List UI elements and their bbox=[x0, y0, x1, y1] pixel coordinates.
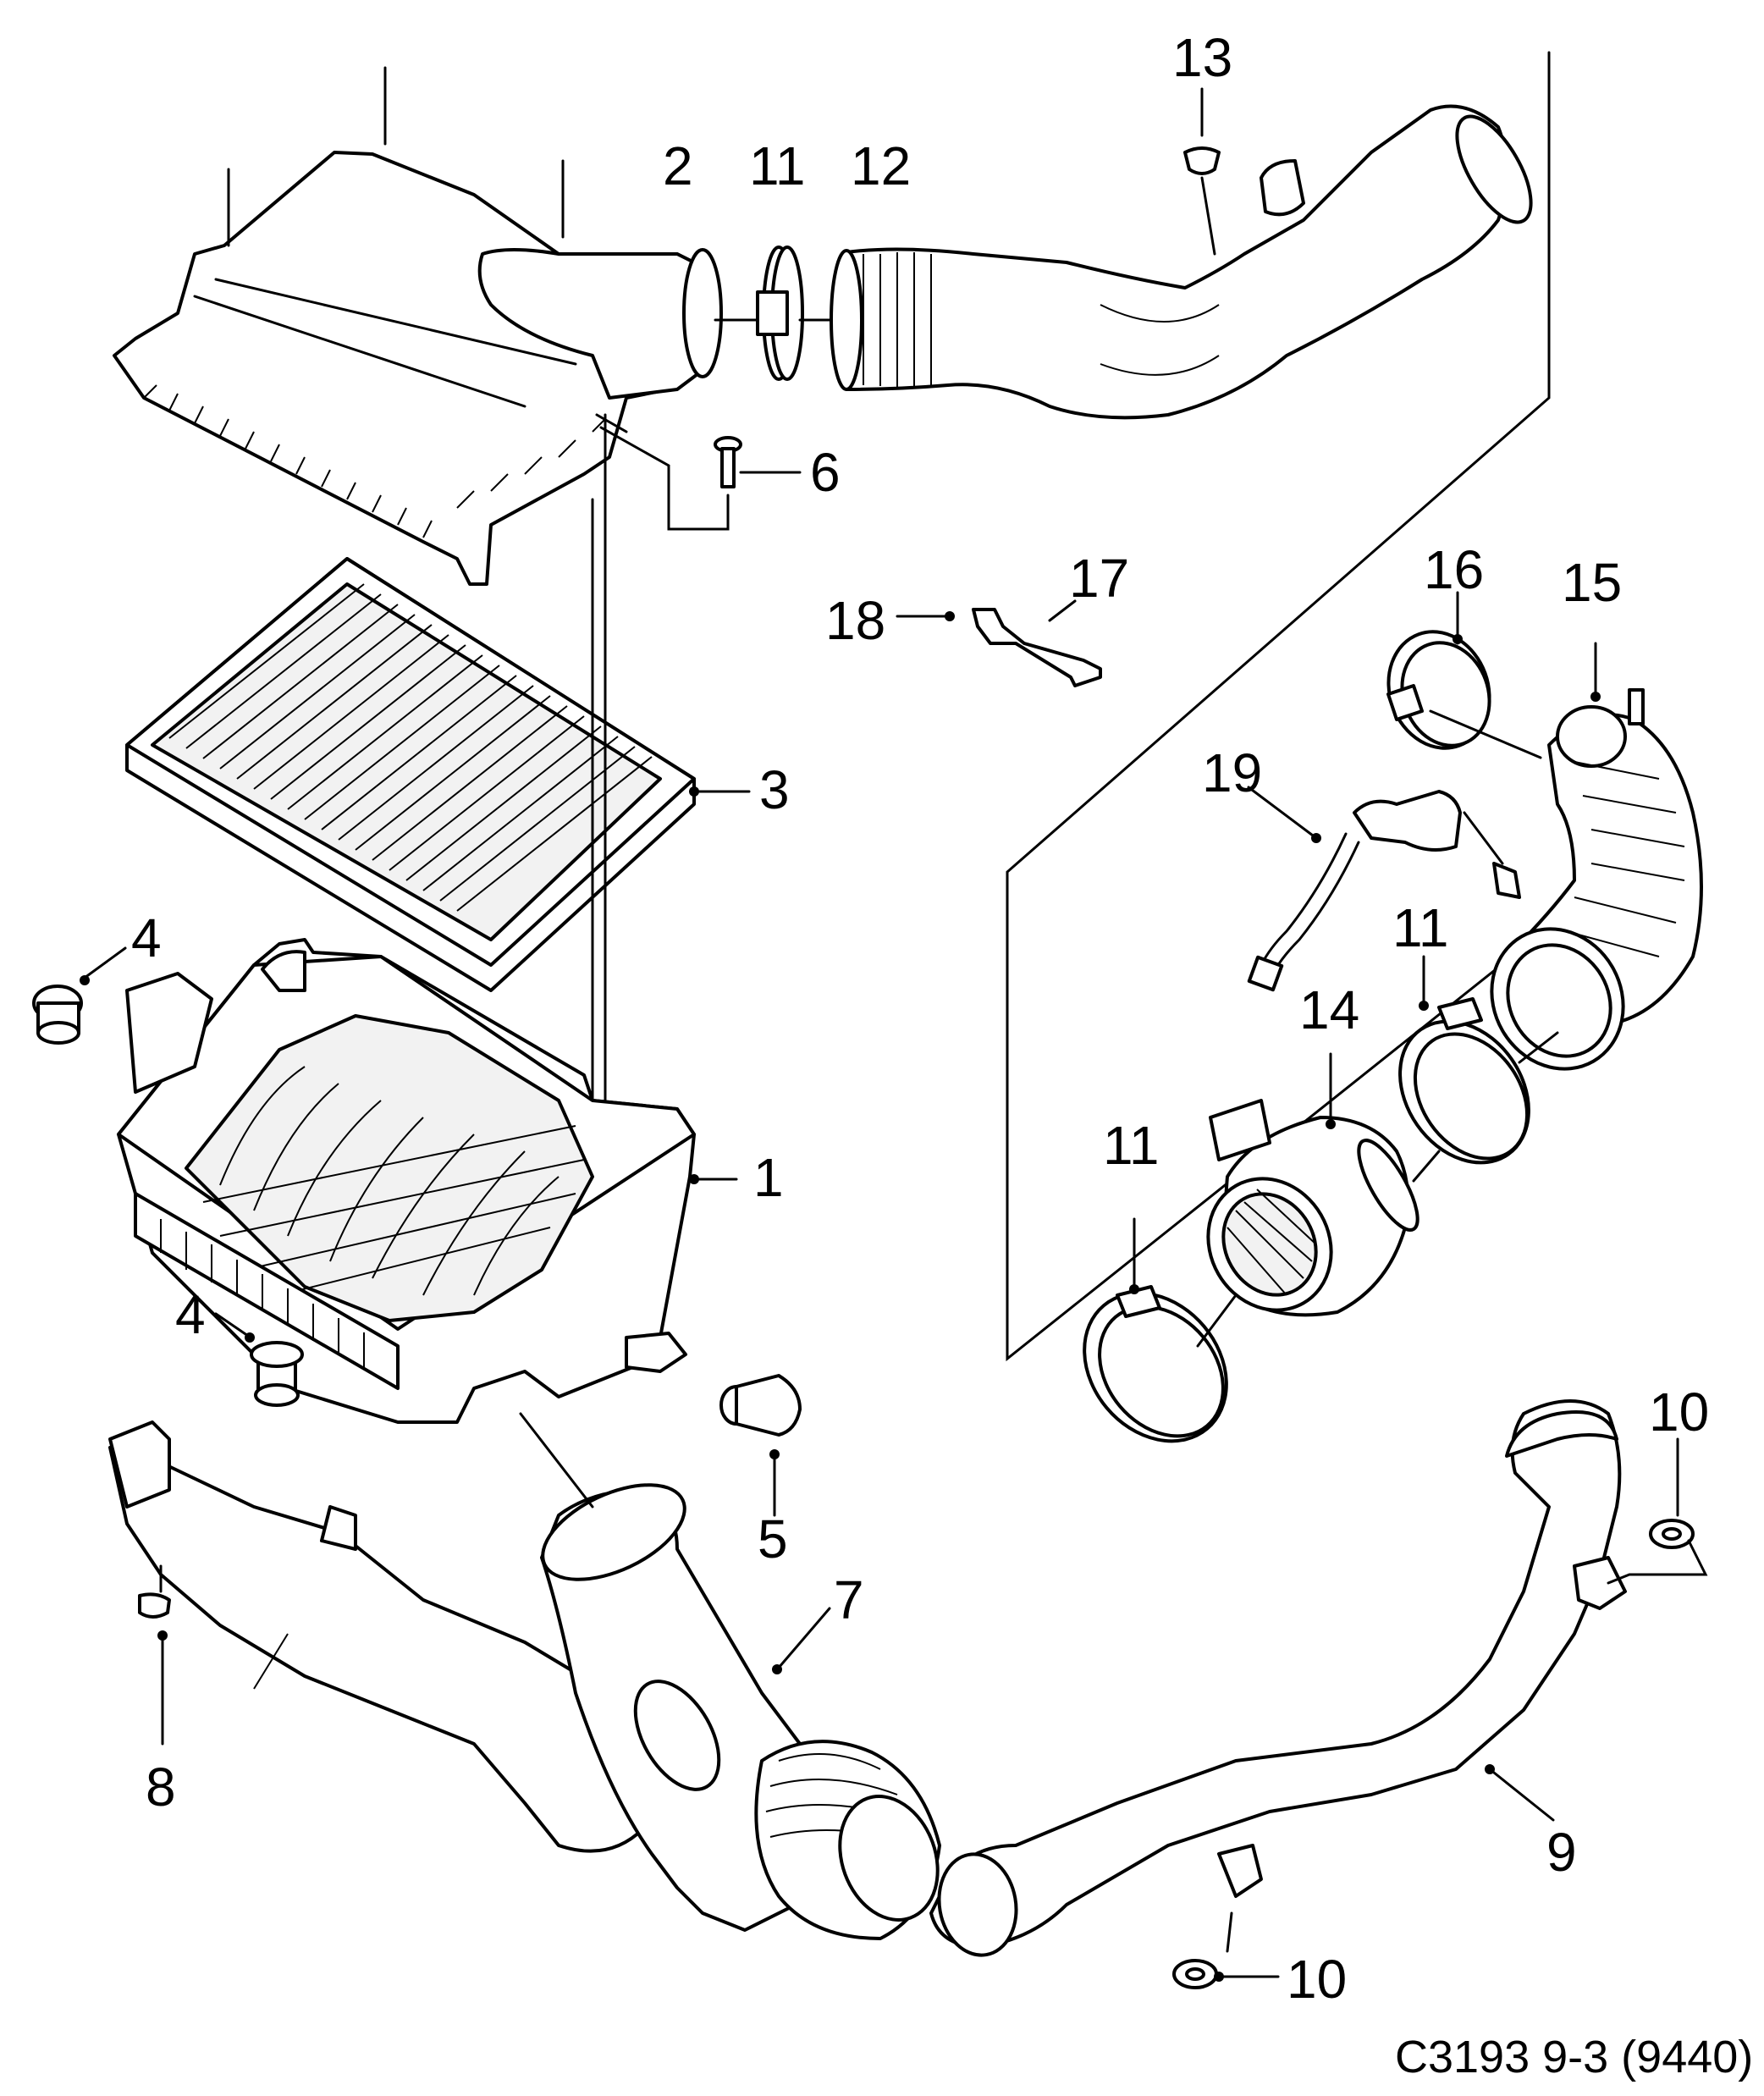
hose-clamp-bottom bbox=[1083, 1217, 1238, 1443]
callout-13: 13 bbox=[1172, 27, 1232, 88]
grommet-10-bottom bbox=[1172, 1911, 1280, 1989]
sensor-hose-19 bbox=[1247, 786, 1521, 992]
callout-9: 9 bbox=[1546, 1822, 1577, 1883]
grommet-13 bbox=[1183, 87, 1221, 256]
callout-15: 15 bbox=[1562, 552, 1622, 613]
diagram-reference: C3193 9-3 (9440) bbox=[1395, 2032, 1753, 2082]
air-cleaner-lid bbox=[113, 66, 723, 586]
air-duct-7 bbox=[519, 1412, 941, 1940]
callout-group-frame bbox=[1006, 51, 1551, 1362]
intake-hose-15 bbox=[1490, 642, 1703, 1071]
callout-10-bottom: 10 bbox=[1287, 1949, 1347, 2010]
callout-11-right: 11 bbox=[1392, 897, 1448, 958]
grommet-4-bottom bbox=[214, 1312, 304, 1407]
callout-14: 14 bbox=[1299, 979, 1359, 1040]
hose-clamp-16 bbox=[1386, 591, 1542, 759]
callout-11-bottom: 11 bbox=[1103, 1115, 1159, 1176]
mass-air-flow-sensor-14 bbox=[1206, 1052, 1441, 1317]
callout-12: 12 bbox=[851, 135, 911, 196]
grommet-4-top bbox=[32, 946, 127, 1045]
callout-5: 5 bbox=[758, 1509, 788, 1569]
callout-labels: 1 2 3 4 4 5 6 7 8 9 10 10 11 11 11 12 13… bbox=[131, 27, 1709, 2010]
callout-2: 2 bbox=[663, 135, 693, 196]
callout-18: 18 bbox=[825, 590, 885, 651]
callout-4-bottom: 4 bbox=[175, 1284, 206, 1345]
hose-clamp-right bbox=[1398, 955, 1559, 1165]
grommet-10-right bbox=[1607, 1437, 1708, 1585]
callout-8: 8 bbox=[146, 1757, 176, 1817]
intake-hose-top bbox=[830, 104, 1533, 420]
hose-clamp-top bbox=[714, 245, 840, 381]
air-cleaner-housing bbox=[117, 938, 738, 1424]
screw-6 bbox=[599, 426, 802, 531]
callout-10-right: 10 bbox=[1649, 1382, 1709, 1442]
callout-1: 1 bbox=[753, 1147, 784, 1208]
callout-19: 19 bbox=[1202, 742, 1262, 803]
callout-3: 3 bbox=[759, 759, 790, 820]
callout-17: 17 bbox=[1069, 548, 1129, 609]
callout-7: 7 bbox=[834, 1569, 864, 1630]
sleeve-5 bbox=[719, 1374, 802, 1517]
intake-pipe-9 bbox=[929, 1399, 1627, 1957]
callout-6: 6 bbox=[810, 442, 841, 503]
callout-16: 16 bbox=[1424, 539, 1484, 600]
air-filter bbox=[125, 557, 751, 992]
callout-11-top: 11 bbox=[749, 135, 805, 196]
bracket-17-clip-18 bbox=[896, 599, 1102, 687]
callout-4-top: 4 bbox=[131, 907, 162, 968]
